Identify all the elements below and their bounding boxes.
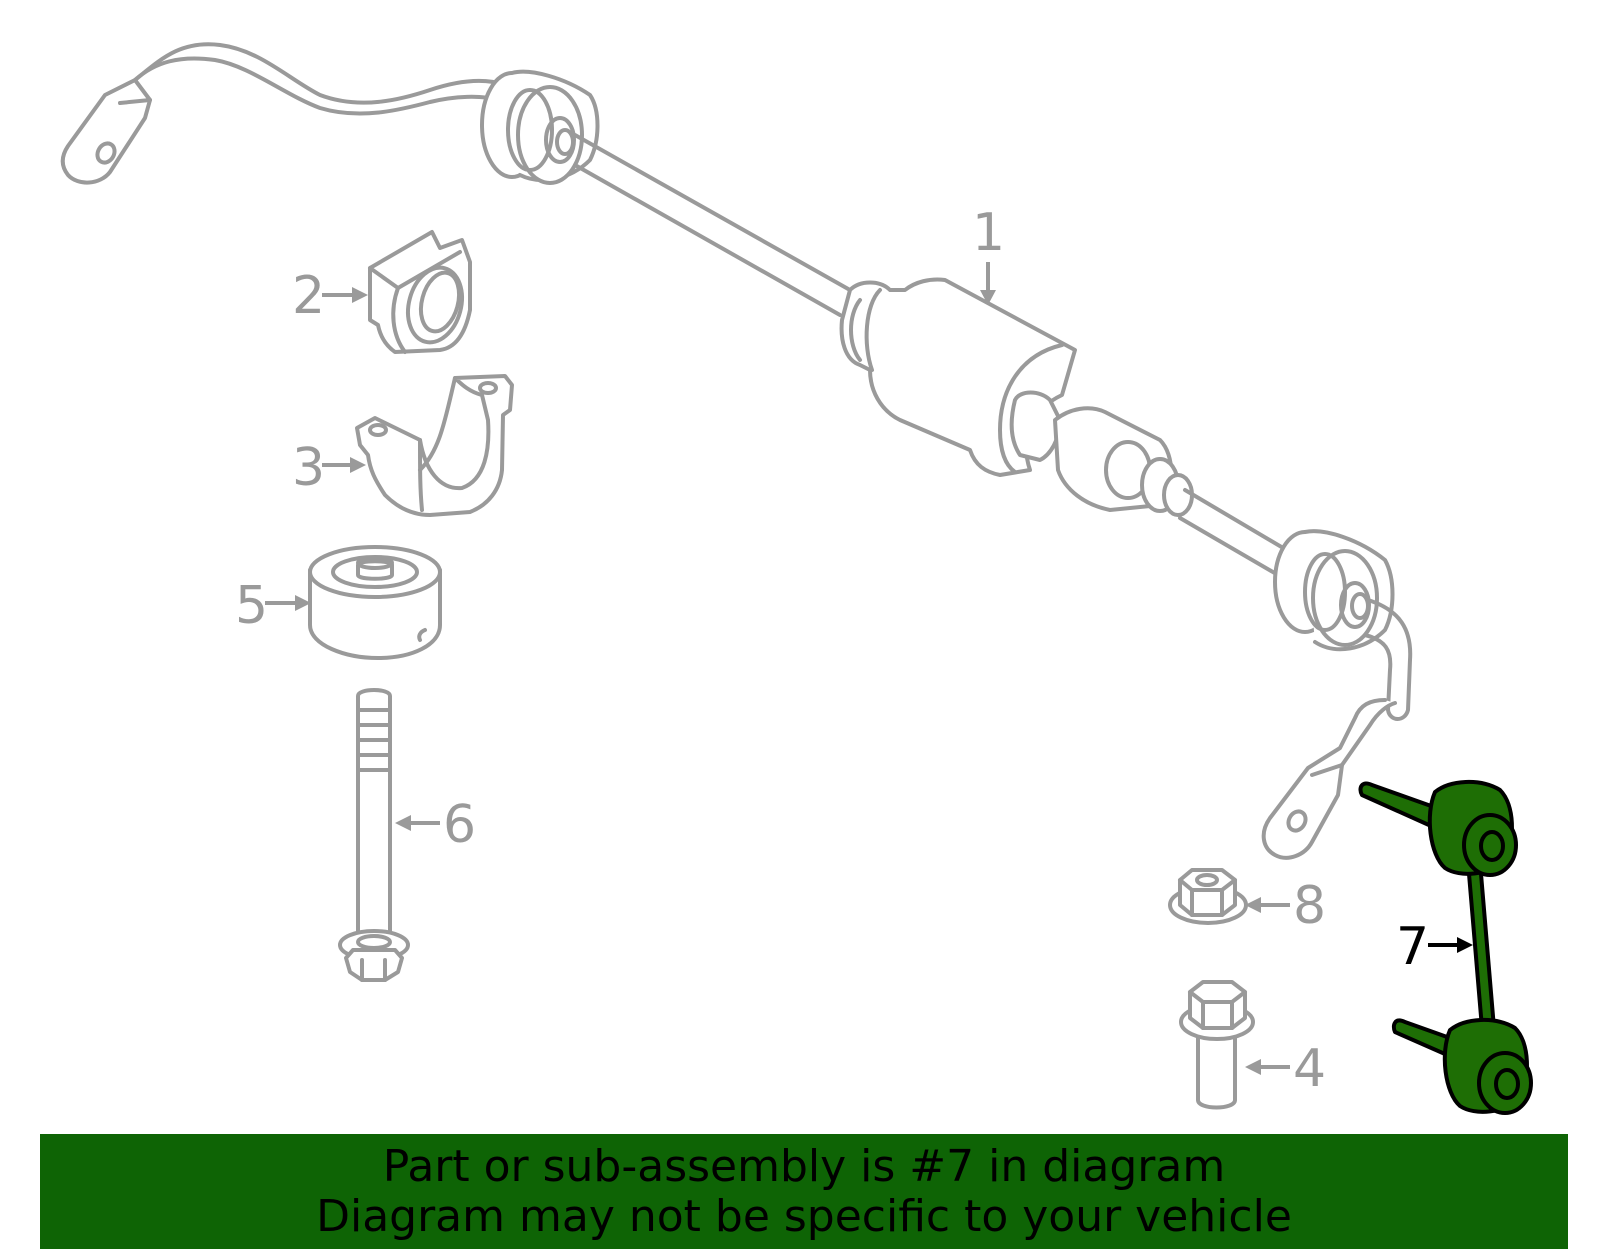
callout-2: 2: [292, 266, 325, 326]
callout-6: 6: [443, 795, 476, 855]
banner-line-2: Diagram may not be specific to your vehi…: [316, 1191, 1292, 1242]
callout-3: 3: [292, 438, 325, 498]
callout-leaders: [265, 262, 1473, 1075]
bar-bushing: [368, 230, 472, 354]
banner-line-1: Part or sub-assembly is #7 in diagram: [382, 1141, 1226, 1192]
callout-7: 7: [1396, 917, 1429, 977]
callout-1: 1: [972, 203, 1005, 263]
short-bolt: [1179, 980, 1255, 1110]
info-banner: Part or sub-assembly is #7 in diagram Di…: [40, 1134, 1568, 1249]
cushion: [308, 545, 442, 660]
callout-8: 8: [1293, 876, 1326, 936]
flange-nut: [1168, 868, 1248, 925]
long-bolt: [338, 688, 410, 982]
callout-5: 5: [235, 576, 268, 636]
callout-4: 4: [1293, 1039, 1326, 1099]
stabilizer-bar: [60, 42, 1413, 860]
bushing-bracket: [355, 374, 514, 517]
stabilizer-link: [1358, 779, 1533, 1115]
